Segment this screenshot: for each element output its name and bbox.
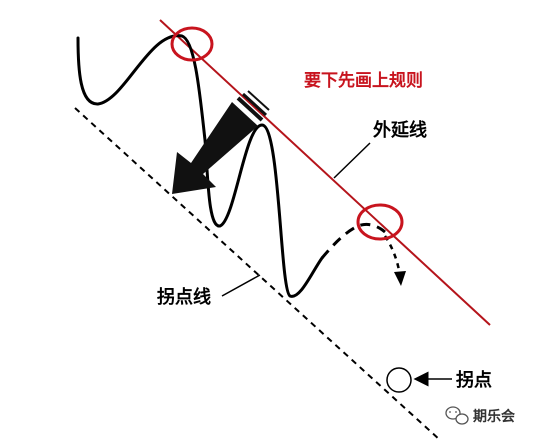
breakdown-arrowhead [394,271,406,286]
inflection-line [74,107,441,441]
inflection-line-label: 拐点线 [157,286,211,308]
rule-text: 要下先画上规则 [304,70,423,91]
inflection-point-label: 拐点 [456,369,492,391]
top-touch-highlight-circle [170,26,214,62]
extension-line [159,19,491,326]
extension-line-pointer [333,142,371,179]
inflection-line-pointer [221,274,261,297]
wechat-icon [445,406,469,425]
projected-wave-dashed [320,222,386,259]
watermark: 期乐会 [445,406,516,425]
breakdown-arrow-dashed [383,235,402,277]
watermark-text: 期乐会 [473,408,516,425]
big-direction-arrow [172,90,270,194]
breakout-highlight-circle [356,203,404,241]
inflection-point-marker [386,367,412,393]
price-wave-curve [76,34,324,298]
extension-line-label: 外延线 [373,119,427,141]
